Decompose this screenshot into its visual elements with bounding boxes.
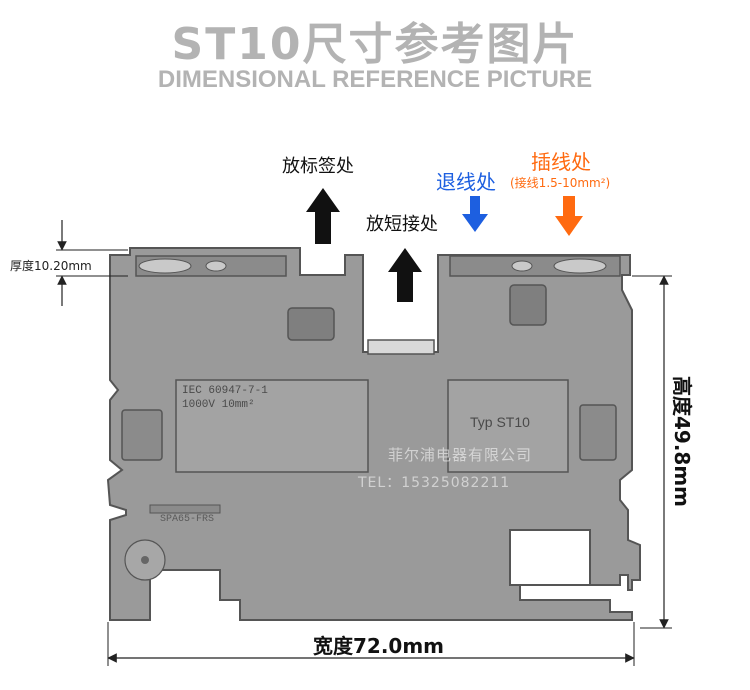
bottom-cutout	[509, 529, 591, 586]
short-position-text: 放短接处	[366, 214, 438, 235]
arrow-down-insert-icon	[555, 196, 583, 236]
window-right-side	[579, 404, 617, 461]
insert-spec-text: (接线1.5-10mm²)	[510, 176, 611, 190]
release-position-text: 退线处	[436, 170, 496, 194]
insert-position-text: 插线处	[531, 150, 591, 174]
page-title-en: DIMENSIONAL REFERENCE PICTURE	[157, 66, 593, 93]
standard-line-2: 1000V 10mm²	[182, 399, 255, 411]
top-hole-right	[553, 258, 607, 274]
watermark-company: 菲尔浦电器有限公司	[388, 446, 533, 464]
marking-panel-left	[175, 379, 369, 473]
terminal-block-body	[106, 247, 641, 621]
date-wheel-center	[141, 556, 149, 564]
short-link-slot	[367, 339, 435, 355]
page-title-cn: ST10尺寸参考图片	[171, 19, 579, 70]
top-hole-left	[138, 258, 192, 274]
marking-panel-right	[447, 379, 569, 473]
top-hole-left-small	[205, 260, 227, 272]
marking-text-left: IEC 60947-7-1 1000V 10mm²	[182, 384, 268, 412]
watermark-phone: TEL：15325082211	[358, 475, 511, 491]
lower-rail-foot	[149, 504, 221, 514]
type-label: Typ ST10	[470, 414, 530, 430]
arrow-up-label-icon	[306, 188, 340, 244]
arrow-down-release-icon	[462, 196, 488, 232]
thickness-label: 厚度10.20mm	[10, 259, 92, 273]
window-left-upper	[287, 307, 335, 341]
height-label: 高度49.8mm	[670, 376, 694, 508]
top-hole-right-small	[511, 260, 533, 272]
width-label: 宽度72.0mm	[313, 634, 445, 658]
label-position-text: 放标签处	[282, 156, 354, 177]
window-left-side	[121, 409, 163, 461]
window-right-upper	[509, 284, 547, 326]
standard-line-1: IEC 60947-7-1	[182, 385, 268, 397]
mold-code: SPA65-FRS	[160, 514, 215, 525]
arrow-up-short-icon	[388, 248, 422, 302]
